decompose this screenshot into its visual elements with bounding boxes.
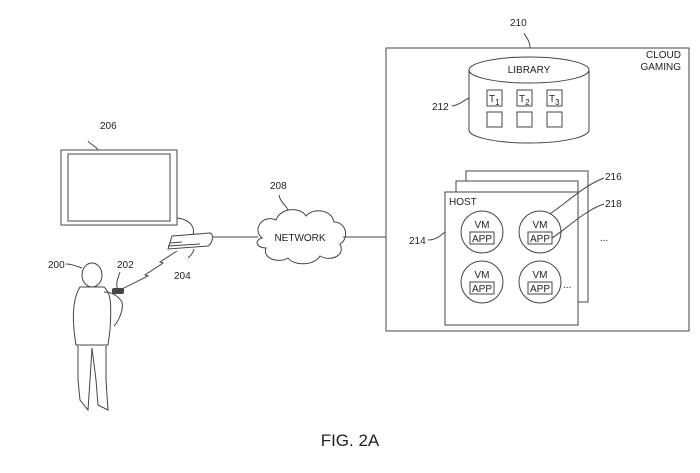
vm-grid: VM APP VM APP VM APP VM APP	[460, 210, 562, 304]
vm-label: VM	[533, 220, 548, 231]
ref-214: 214	[409, 236, 426, 247]
game-console	[167, 232, 213, 250]
ref-200: 200	[48, 260, 65, 271]
leader-218	[551, 203, 605, 239]
title-box	[486, 89, 503, 107]
ref-218: 218	[605, 199, 622, 210]
vm-label: VM	[475, 270, 490, 281]
vm-label: VM	[475, 220, 490, 231]
leader-212	[451, 97, 470, 107]
leader-208	[278, 194, 289, 211]
host	[444, 191, 579, 326]
leader-200	[65, 263, 83, 269]
app-box	[469, 281, 495, 295]
ref-216: 216	[605, 172, 622, 183]
ref-210: 210	[510, 18, 527, 29]
host-ellipsis: ...	[600, 233, 608, 244]
slot-box	[486, 111, 503, 128]
library-label: LIBRARY	[508, 65, 551, 76]
display-cable	[176, 217, 195, 237]
app-label: APP	[530, 234, 550, 245]
cloud-label-line1: CLOUD	[646, 50, 681, 61]
wireless-signal	[119, 250, 178, 291]
vm-ellipsis: ...	[563, 280, 571, 291]
leader-202	[116, 271, 121, 289]
app-label: APP	[472, 284, 492, 295]
leader-204	[187, 248, 195, 259]
app-box	[469, 231, 495, 245]
user-figure	[72, 262, 123, 412]
slot-box	[516, 111, 533, 128]
title-label: T3	[549, 94, 560, 107]
app-label: APP	[472, 234, 492, 245]
vm-label: VM	[533, 270, 548, 281]
title-label: T1	[489, 94, 500, 107]
cloud-label-line2: GAMING	[640, 62, 681, 73]
ref-204: 204	[174, 271, 191, 282]
ref-212: 212	[432, 102, 449, 113]
leader-216	[549, 177, 605, 215]
title-slots: T1 T2 T3	[486, 89, 563, 128]
app-box	[527, 281, 553, 295]
title-box	[546, 89, 563, 107]
figure-caption: FIG. 2A	[321, 431, 380, 450]
app-label: APP	[530, 284, 550, 295]
network-label: NETWORK	[274, 233, 325, 244]
host-label: HOST	[449, 197, 477, 208]
leader-214	[427, 231, 446, 241]
controller	[112, 288, 124, 294]
ref-206: 206	[100, 121, 117, 132]
leader-210	[523, 32, 531, 49]
ref-208: 208	[270, 181, 287, 192]
title-box	[516, 89, 533, 107]
ref-202: 202	[117, 260, 134, 271]
slot-box	[546, 111, 563, 128]
title-label: T2	[519, 94, 530, 107]
leader-206	[87, 140, 99, 151]
display	[60, 149, 178, 226]
network-cloud: NETWORK	[256, 209, 347, 265]
